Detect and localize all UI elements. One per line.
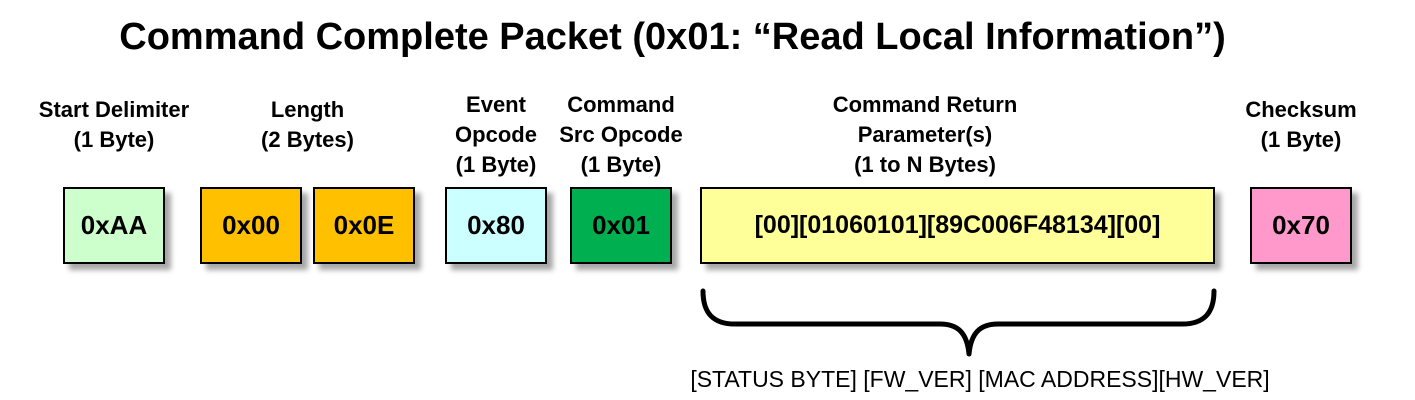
command-return-parameters-box: [00][01060101][89C006F48134][00] [700,187,1215,264]
command-return-parameters-label-line: (1 to N Bytes) [854,152,996,177]
brace-path [700,288,1217,357]
start-delimiter-label-line: Start Delimiter [38,97,190,122]
command-return-parameters-label-line: Command Return [832,92,1018,117]
command-src-opcode-label-line: Src Opcode [559,122,683,147]
checksum-label-line: Checksum [1245,97,1357,122]
length-label-line: (2 Bytes) [261,127,354,152]
length-label-line: Length [270,97,345,122]
command-src-opcode-label-line: Command [567,92,675,117]
checksum-box: 0x70 [1250,187,1352,264]
start-delimiter-label: Start Delimiter (1 Byte) [14,95,214,155]
length-byte-box: 0x00 [200,187,302,264]
checksum-label: Checksum (1 Byte) [1220,95,1382,155]
command-return-parameters-label: Command Return Parameter(s) (1 to N Byte… [780,90,1070,180]
event-opcode-label: Event Opcode (1 Byte) [436,90,556,180]
event-opcode-label-line: (1 Byte) [455,152,537,177]
length-label: Length (2 Bytes) [200,95,415,155]
length-byte-box: 0x0E [313,187,415,264]
diagram-title: Command Complete Packet (0x01: “Read Loc… [119,16,1226,58]
start-delimiter-label-line: (1 Byte) [73,127,155,152]
command-src-opcode-label-line: (1 Byte) [580,152,662,177]
event-opcode-label-line: Event [466,92,526,117]
command-src-opcode-label: Command Src Opcode (1 Byte) [550,90,692,180]
event-opcode-label-line: Opcode [455,122,537,147]
start-delimiter-box: 0xAA [63,187,165,264]
parameter-breakdown-caption: [STATUS BYTE] [FW_VER] [MAC ADDRESS][HW_… [690,366,1270,392]
command-src-opcode-box: 0x01 [570,187,672,264]
command-return-parameters-label-line: Parameter(s) [857,122,993,147]
checksum-label-line: (1 Byte) [1260,127,1342,152]
event-opcode-box: 0x80 [445,187,547,264]
